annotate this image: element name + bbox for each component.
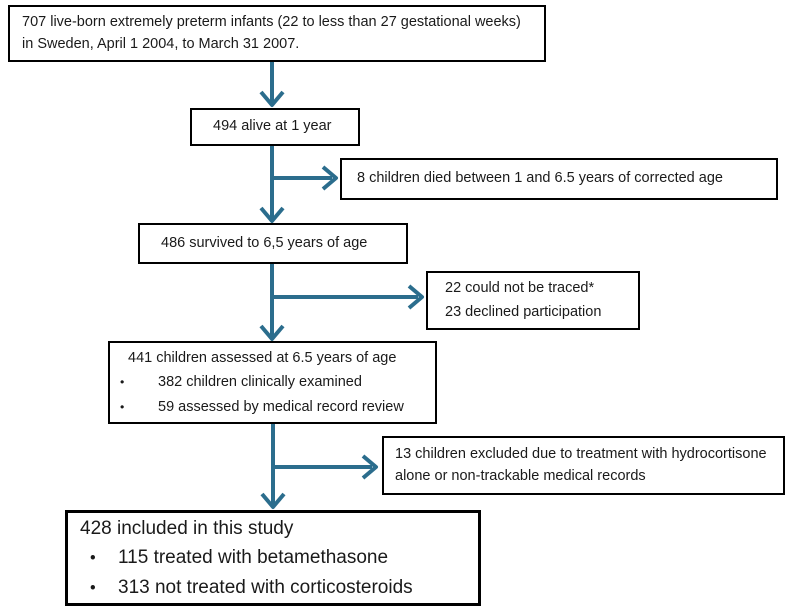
bullet-icon: • <box>90 549 96 568</box>
flow-box-not-traced-declined: 22 could not be traced* 23 declined part… <box>426 271 640 330</box>
bullet-icon: • <box>120 399 125 414</box>
box-text-line: 23 declined participation <box>445 303 602 320</box>
flow-box-died-between-1-and-6-5: 8 children died between 1 and 6.5 years … <box>340 158 778 200</box>
arrow-source-to-alive <box>259 61 285 107</box>
bullet-text: 382 children clinically examined <box>158 374 362 391</box>
box-text: 494 alive at 1 year <box>213 118 332 135</box>
arrow-survived-to-assessed <box>259 263 285 341</box>
box-text: 13 children excluded due to treatment wi… <box>395 445 767 484</box>
arrow-alive-to-survived <box>259 146 285 223</box>
flow-box-source-population: 707 live-born extremely preterm infants … <box>8 5 546 62</box>
bullet-item: • 382 children clinically examined <box>120 370 429 395</box>
arrow-branch-to-excluded <box>271 454 378 480</box>
box-heading: 428 included in this study <box>80 517 294 539</box>
flow-box-alive-at-1-year: 494 alive at 1 year <box>190 108 360 146</box>
bullet-item: • 115 treated with betamethasone <box>80 543 472 572</box>
flow-box-excluded-treatment: 13 children excluded due to treatment wi… <box>382 436 785 495</box>
bullet-text: 115 treated with betamethasone <box>118 547 389 569</box>
arrow-branch-to-died <box>270 165 338 191</box>
bullet-icon: • <box>120 375 125 390</box>
bullet-item: • 313 not treated with corticosteroids <box>80 573 472 602</box>
arrow-branch-to-not-traced <box>270 284 424 310</box>
box-text: 707 live-born extremely preterm infants … <box>22 14 521 52</box>
arrow-assessed-to-included <box>260 423 286 509</box>
flow-box-included-in-study: 428 included in this study • 115 treated… <box>65 510 481 606</box>
flow-box-survived-to-6-5-years: 486 survived to 6,5 years of age <box>138 223 408 264</box>
box-text: 486 survived to 6,5 years of age <box>161 234 368 251</box>
box-text-line: 22 could not be traced* <box>445 280 595 297</box>
bullet-icon: • <box>90 578 96 597</box>
flow-box-assessed-at-6-5-years: 441 children assessed at 6.5 years of ag… <box>108 341 437 424</box>
bullet-text: 313 not treated with corticosteroids <box>118 576 413 598</box>
bullet-text: 59 assessed by medical record review <box>158 398 404 415</box>
bullet-item: • 59 assessed by medical record review <box>120 395 429 420</box>
box-heading: 441 children assessed at 6.5 years of ag… <box>128 349 397 366</box>
box-text: 8 children died between 1 and 6.5 years … <box>357 170 723 187</box>
